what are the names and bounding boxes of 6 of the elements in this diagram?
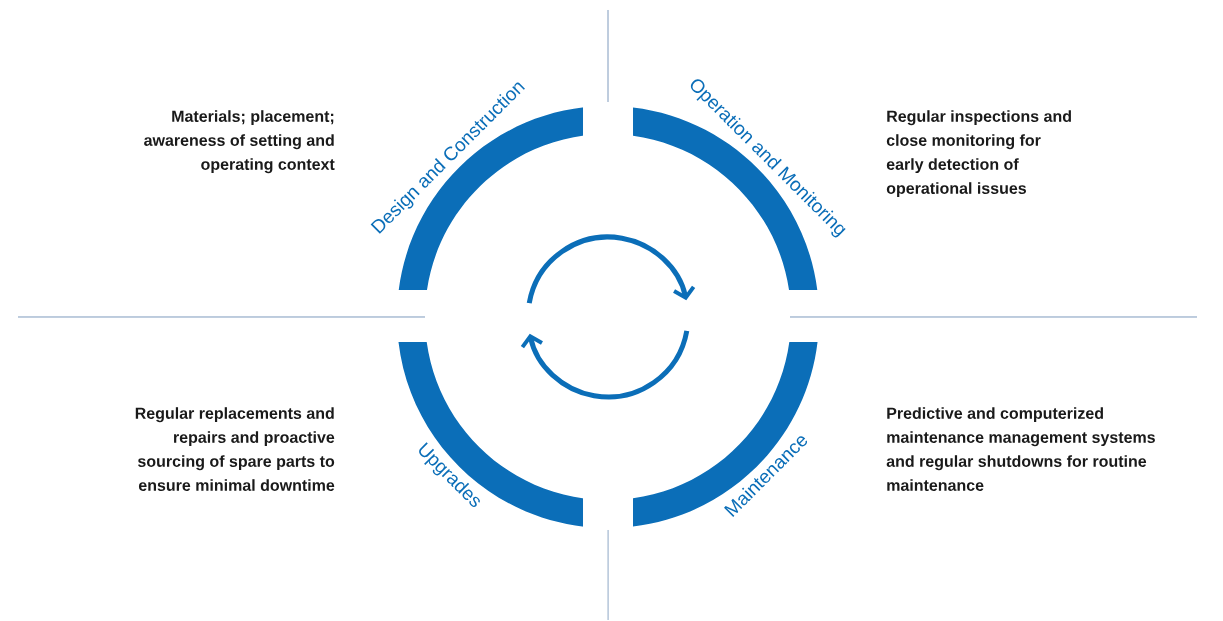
arc-segment [633, 342, 819, 528]
description-text: Materials; placement; awareness of setting and operating context [144, 110, 335, 174]
description-text: Regular replacements and repairs and proactive sourcing of spare parts to ensure minimal downtime [135, 407, 335, 491]
description-text: Predictive and computerized maintenance management systems and regular shutdowns for routine maintenance [886, 407, 1155, 491]
arc-segment [397, 342, 583, 528]
description-text: Regular inspections and close monitoring for early detection of operational issues [886, 110, 1071, 198]
